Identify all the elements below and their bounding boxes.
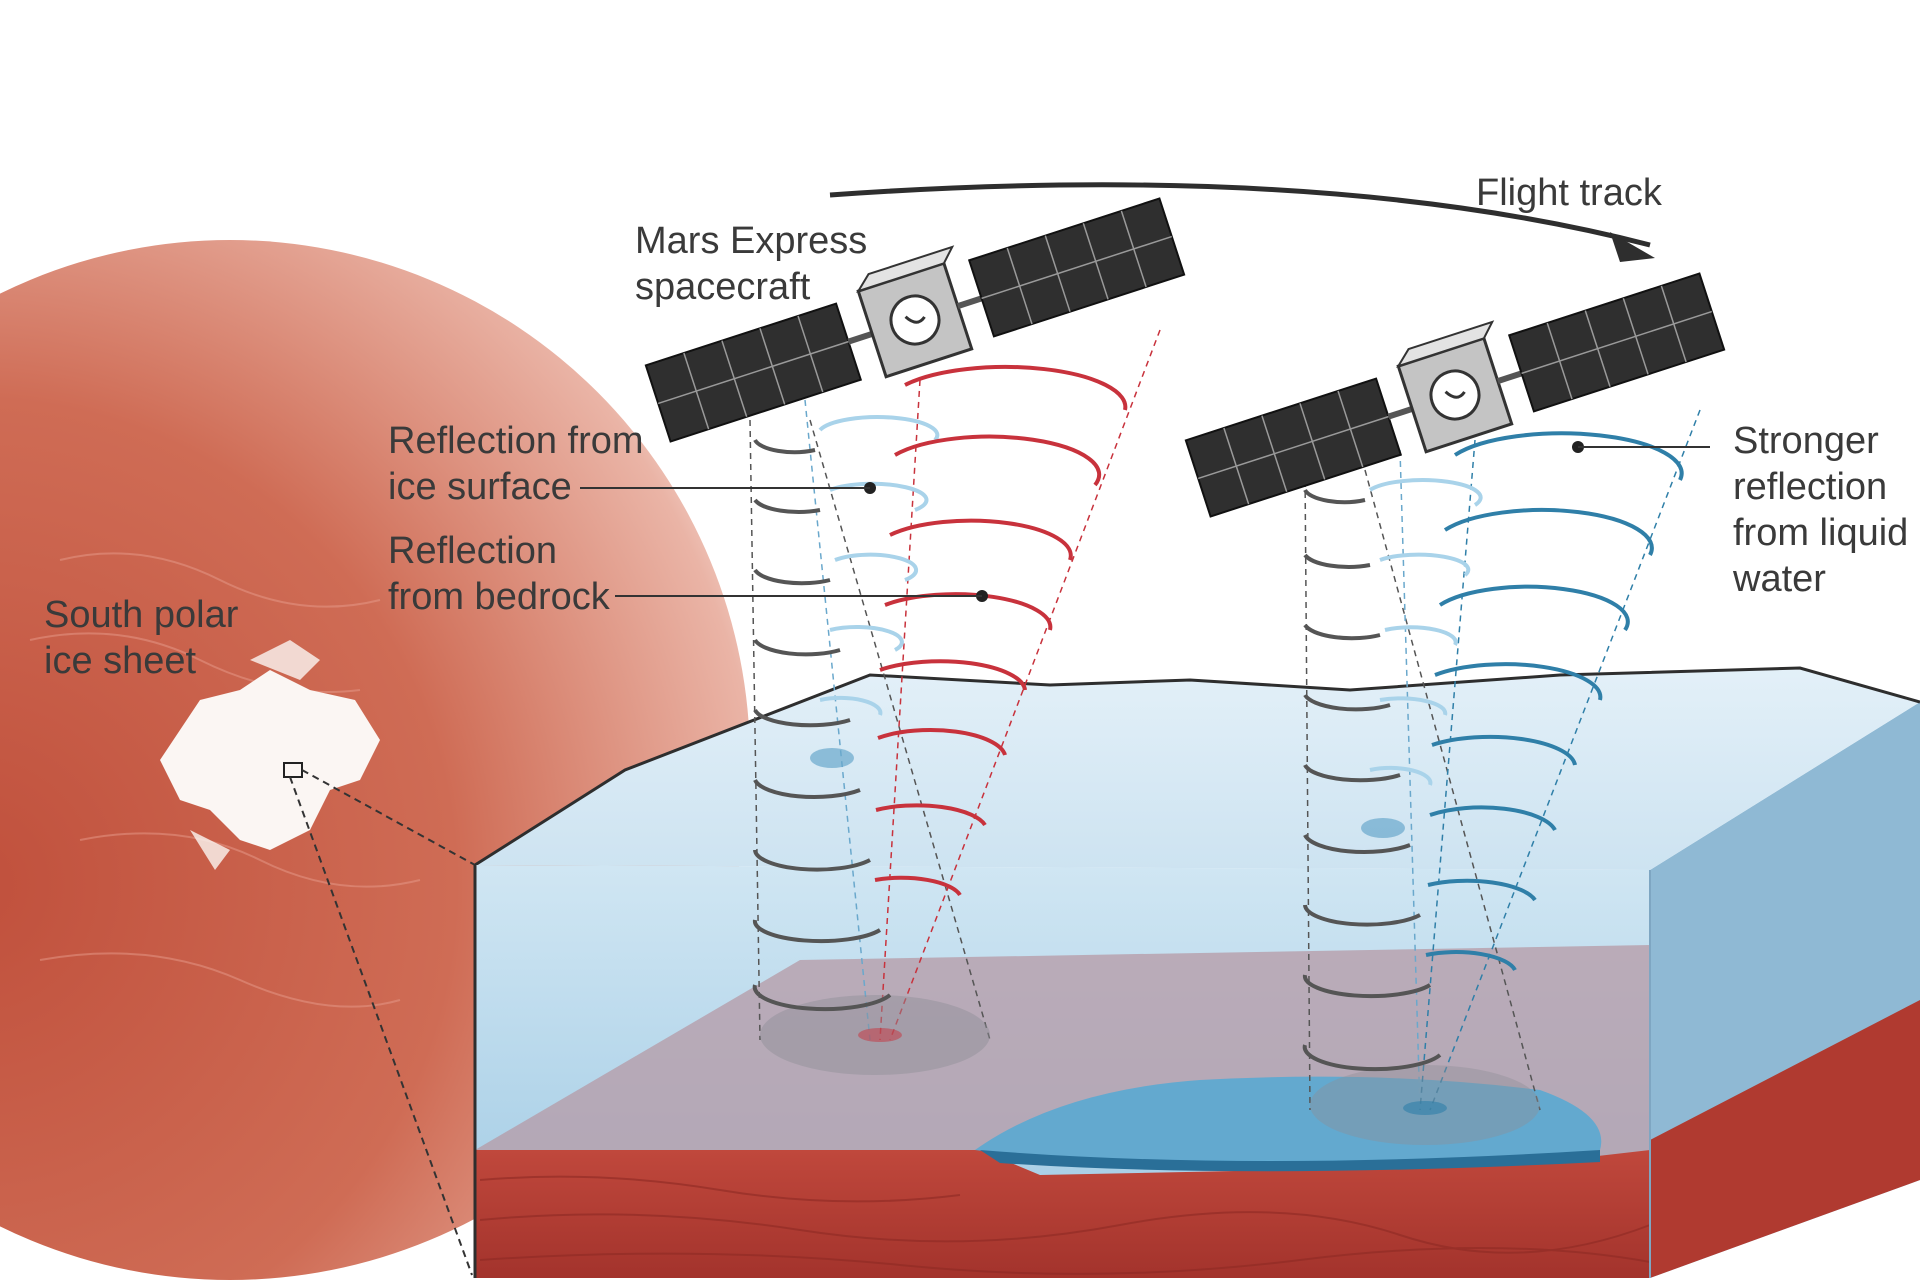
zoom-line-bottom: [289, 776, 473, 1276]
label-stronger-line4: water: [1733, 558, 1826, 600]
spacecraft-right: [1184, 272, 1726, 518]
zoom-line-top: [301, 769, 476, 866]
label-ice-surface-line1: Reflection from: [388, 420, 644, 462]
label-flight-track-text: Flight track: [1476, 172, 1662, 214]
label-stronger-line2: reflection: [1733, 466, 1888, 508]
ice-cap: [160, 640, 380, 870]
label-spacecraft: Mars Express spacecraft: [635, 218, 867, 310]
label-ice-surface: Reflection from ice surface: [388, 418, 644, 510]
flight-track-arrowhead: [1610, 232, 1655, 262]
ice-block: [473, 666, 1920, 1278]
label-south-polar: South polar ice sheet: [44, 592, 238, 684]
label-flight-track: Flight track: [1476, 170, 1662, 216]
flight-track-arrow: [829, 182, 1651, 248]
label-south-polar-line2: ice sheet: [44, 640, 197, 682]
label-south-polar-line1: South polar: [44, 594, 239, 636]
radar-beams-right: [1302, 409, 1701, 1145]
label-stronger-line3: from liquid: [1733, 512, 1909, 554]
label-spacecraft-line1: Mars Express: [635, 220, 868, 262]
spacecraft-left: [644, 197, 1186, 443]
label-bedrock-line2: from bedrock: [388, 576, 610, 618]
label-stronger-line1: Stronger: [1733, 420, 1879, 462]
label-bedrock: Reflection from bedrock: [388, 528, 610, 620]
label-bedrock-line1: Reflection: [388, 530, 557, 572]
radar-beams-left: [749, 329, 1161, 1075]
label-ice-surface-line2: ice surface: [388, 466, 572, 508]
liquid-water-lake: [975, 1076, 1602, 1169]
label-spacecraft-line2: spacecraft: [635, 266, 811, 308]
label-stronger-reflection: Stronger reflection from liquid water: [1733, 418, 1908, 602]
